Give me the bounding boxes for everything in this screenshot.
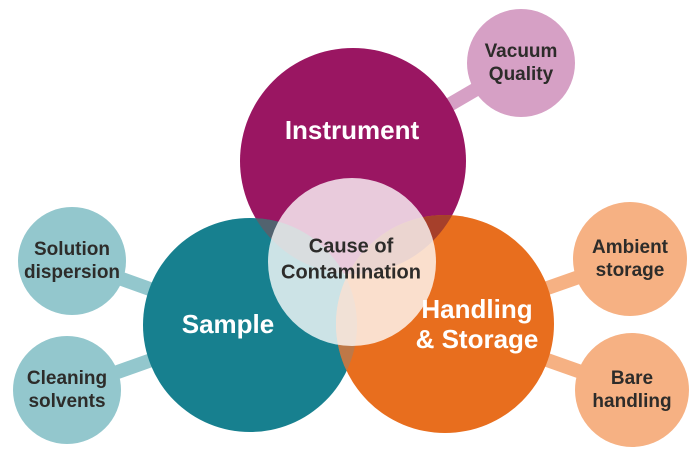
bare-handling-circle [575,333,689,447]
center-overlap-circle [268,178,436,346]
ambient-storage-circle [573,202,687,316]
cleaning-solvents-circle [13,336,121,444]
vacuum-quality-circle [467,9,575,117]
solution-dispersion-circle [18,207,126,315]
